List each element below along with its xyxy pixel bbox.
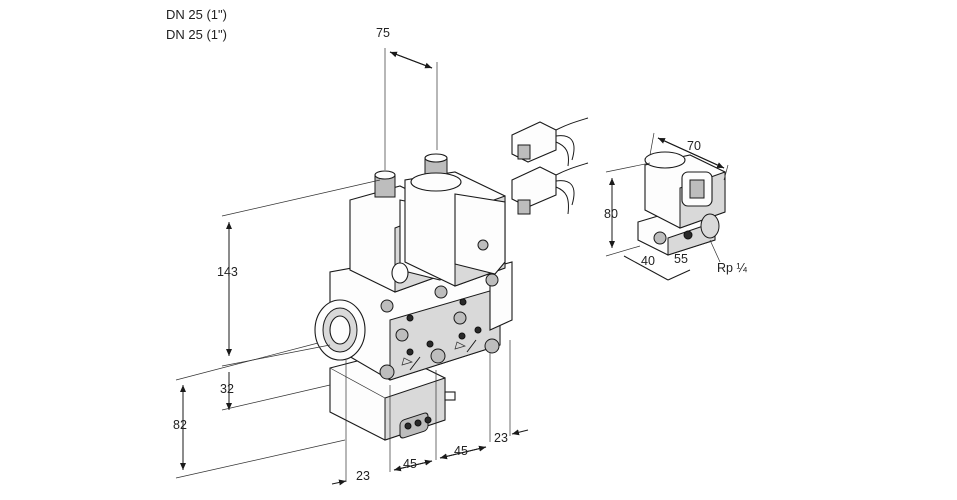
dim-side-depth-2: 55 bbox=[674, 252, 688, 266]
dim-height-lower: 82 bbox=[173, 418, 187, 432]
dim-bottom-3: 45 bbox=[454, 444, 468, 458]
dim-side-depth-1: 40 bbox=[641, 254, 655, 268]
dim-bottom-2: 45 bbox=[403, 457, 417, 471]
dim-bottom-1: 23 bbox=[356, 469, 370, 483]
dim-height-total: 143 bbox=[217, 265, 238, 279]
connector-plug-lower bbox=[511, 162, 589, 215]
main-valve-assembly bbox=[314, 153, 513, 441]
dim-bottom-4: 23 bbox=[494, 431, 508, 445]
dimension-lines bbox=[175, 48, 729, 486]
dim-port-label: Rp ¼ bbox=[717, 261, 747, 275]
dim-side-width: 70 bbox=[687, 139, 701, 153]
header-line-1: DN 25 (1") bbox=[166, 7, 227, 22]
right-solenoid bbox=[404, 153, 506, 287]
header-line-2: DN 25 (1") bbox=[166, 27, 227, 42]
dim-height-mid: 32 bbox=[220, 382, 234, 396]
pressure-switch-detail bbox=[637, 151, 726, 256]
lower-block bbox=[329, 351, 456, 441]
connector-plug-upper bbox=[511, 117, 589, 167]
dim-top-width: 75 bbox=[376, 26, 390, 40]
dim-side-height: 80 bbox=[604, 207, 618, 221]
